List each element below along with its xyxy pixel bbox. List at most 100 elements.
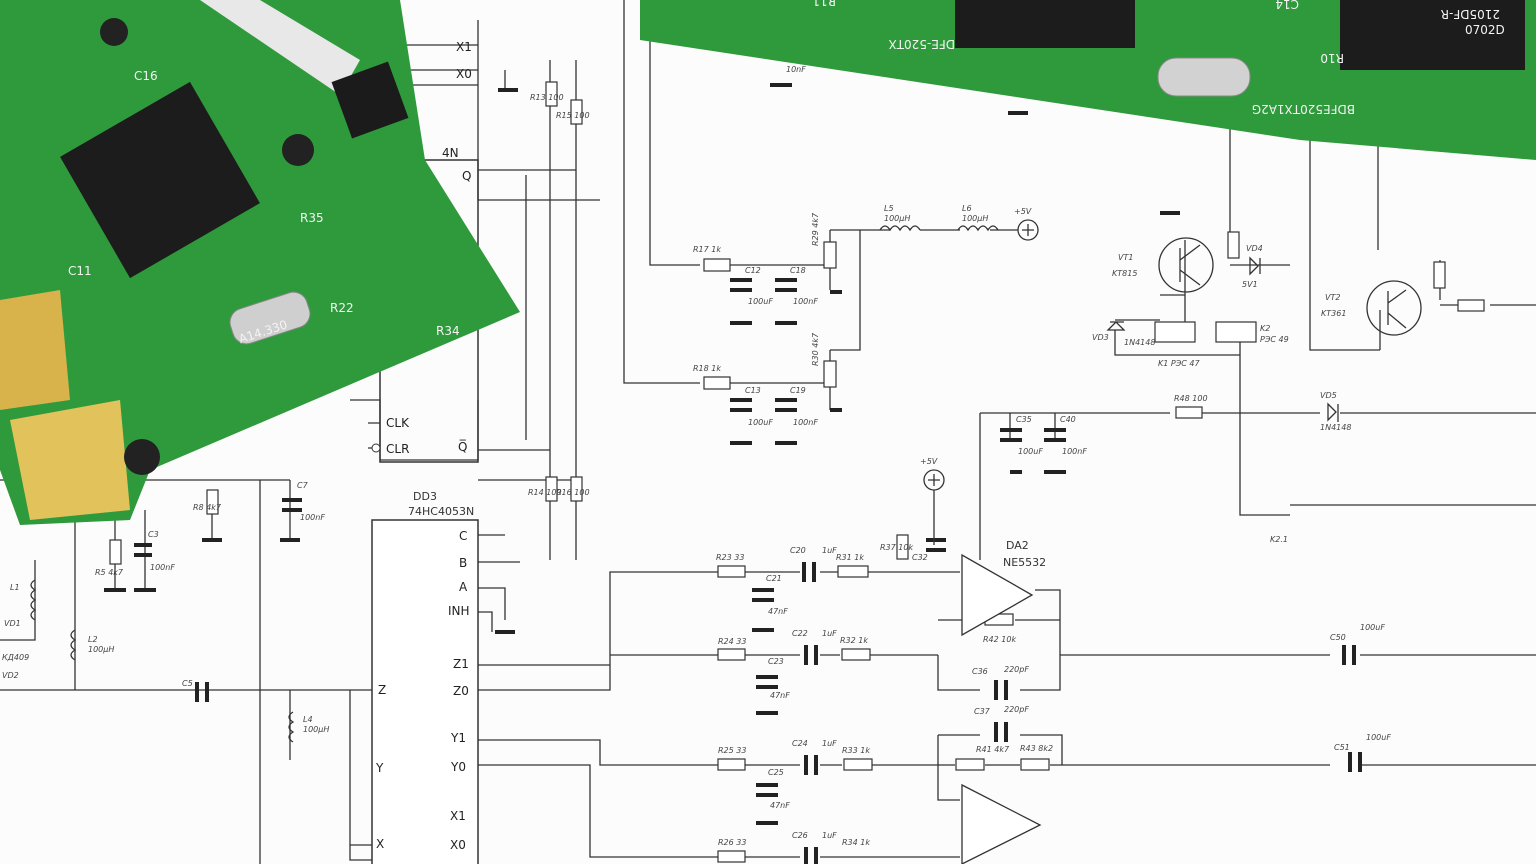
pin-a: A (459, 580, 468, 594)
chip-code: 0702D (1465, 23, 1505, 37)
pin-x: X (376, 837, 384, 851)
l4-label: L4 (303, 715, 313, 724)
l5-value: 100µH (884, 214, 910, 223)
c51-label: C51 (1334, 743, 1350, 752)
pin-z1: Z1 (453, 657, 469, 671)
c19-value: 100nF (793, 418, 818, 427)
r23-label: R23 33 (716, 553, 744, 562)
c51-value: 100uF (1366, 733, 1391, 742)
c26-label: C26 (792, 831, 808, 840)
c7-value: 100nF (300, 513, 325, 522)
pcb-ref-r34: R34 (436, 324, 460, 338)
r18-label: R18 1k (693, 364, 721, 373)
r14-label: R14 100 (528, 488, 562, 497)
c3-value: 100nF (150, 563, 175, 572)
pcb-ref-r35: R35 (300, 211, 324, 225)
pin-c: C (459, 529, 467, 543)
c26-value: 1uF (822, 831, 837, 840)
supply-label-2: +5V (1014, 207, 1032, 216)
c5-label: C5 (182, 679, 193, 688)
r5-label: R5 4k7 (95, 568, 124, 577)
pin-inh: INH (448, 604, 470, 618)
dd3-chip (371, 159, 479, 864)
r34-label: R34 1k (842, 838, 870, 847)
board-serial: BDFE520TX1A2G (1252, 102, 1355, 116)
left-pcb-board: A14.330 R35 R34 C16 C11 R22 (0, 0, 520, 525)
vt2-part: KT361 (1321, 309, 1346, 318)
top-pin-q: Q (462, 169, 471, 183)
c37-value: 220pF (1004, 705, 1029, 714)
da2-ref: DA2 (1006, 539, 1029, 552)
c35-label: C35 (1016, 415, 1032, 424)
c22-label: C22 (792, 629, 808, 638)
c21-value: 47nF (768, 607, 788, 616)
c13-label: C13 (745, 386, 761, 395)
k2-label: K2 (1260, 324, 1270, 333)
pin-y1: Y1 (450, 731, 466, 745)
vd3-label: VD3 (1092, 333, 1109, 342)
l2-value: 100µH (88, 645, 114, 654)
pcb-ref-c11: C11 (68, 264, 92, 278)
c18-value: 100nF (793, 297, 818, 306)
c36-label: C36 (972, 667, 988, 676)
c22-value: 1uF (822, 629, 837, 638)
c32-label: C32 (912, 553, 928, 562)
pin-y: Y (375, 761, 384, 775)
c19-label: C19 (790, 386, 806, 395)
chip-brand: 2105DF-R (1441, 7, 1500, 21)
capacitors (104, 83, 1362, 864)
c25-label: C25 (768, 768, 784, 777)
r37-label: R37 10k (880, 543, 913, 552)
r24-label: R24 33 (718, 637, 746, 646)
k1-label: K1 PЭC 47 (1158, 359, 1201, 368)
pcb-ref-c14: C14 (1275, 0, 1299, 11)
vd1-part: КД409 (2, 653, 29, 662)
k21-label: K2.1 (1270, 535, 1288, 544)
pin-z0: Z0 (453, 684, 469, 698)
supply-label: +5V (920, 457, 938, 466)
pcb-ref-r10: R10 (1320, 51, 1344, 65)
l2-label: L2 (88, 635, 98, 644)
r32-label: R32 1k (840, 636, 868, 645)
pin-b: B (459, 556, 467, 570)
top-pin-clk: CLK (386, 416, 410, 430)
vt1-label: VT1 (1118, 253, 1133, 262)
top-pin-x0: X0 (456, 67, 472, 81)
pcb-ref-r11: R11 (812, 0, 836, 8)
c50-label: C50 (1330, 633, 1346, 642)
vd2-label: VD2 (2, 671, 19, 680)
l4-value: 100µH (303, 725, 329, 734)
r29-label: R29 4k7 (811, 212, 820, 246)
r48-label: R48 100 (1174, 394, 1208, 403)
schematic-labels: DD3 74HC4053N C B A INH Z1 Z0 Y1 Y0 X1 X… (2, 40, 1391, 852)
vd4-value: 5V1 (1242, 280, 1258, 289)
c3-label: C3 (148, 530, 159, 539)
c24-label: C24 (792, 739, 808, 748)
c40-label: C40 (1060, 415, 1076, 424)
c37-label: C37 (974, 707, 991, 716)
vd4-label: VD4 (1246, 244, 1263, 253)
r43-label: R43 8k2 (1020, 744, 1053, 753)
r8-label: R8 4k7 (193, 503, 222, 512)
r13-label: R13 100 (530, 93, 564, 102)
r26-label: R26 33 (718, 838, 746, 847)
l1-label: L1 (10, 583, 20, 592)
l6-label: L6 (962, 204, 972, 213)
r31-label: R31 1k (836, 553, 864, 562)
pin-z: Z (378, 683, 386, 697)
c20-label: C20 (790, 546, 806, 555)
c23-value: 47nF (770, 691, 790, 700)
pcb-ref-r22: R22 (330, 301, 354, 315)
r17-label: R17 1k (693, 245, 721, 254)
l6-value: 100µH (962, 214, 988, 223)
c36-value: 220pF (1004, 665, 1029, 674)
c50-value: 100uF (1360, 623, 1385, 632)
r42-label: R42 10k (983, 635, 1016, 644)
r33-label: R33 1k (842, 746, 870, 755)
r25-label: R25 33 (718, 746, 746, 755)
active-components (30, 219, 1422, 864)
r30-label: R30 4k7 (811, 332, 820, 366)
pin-x1: X1 (450, 809, 466, 823)
vd5-part: 1N4148 (1320, 423, 1351, 432)
